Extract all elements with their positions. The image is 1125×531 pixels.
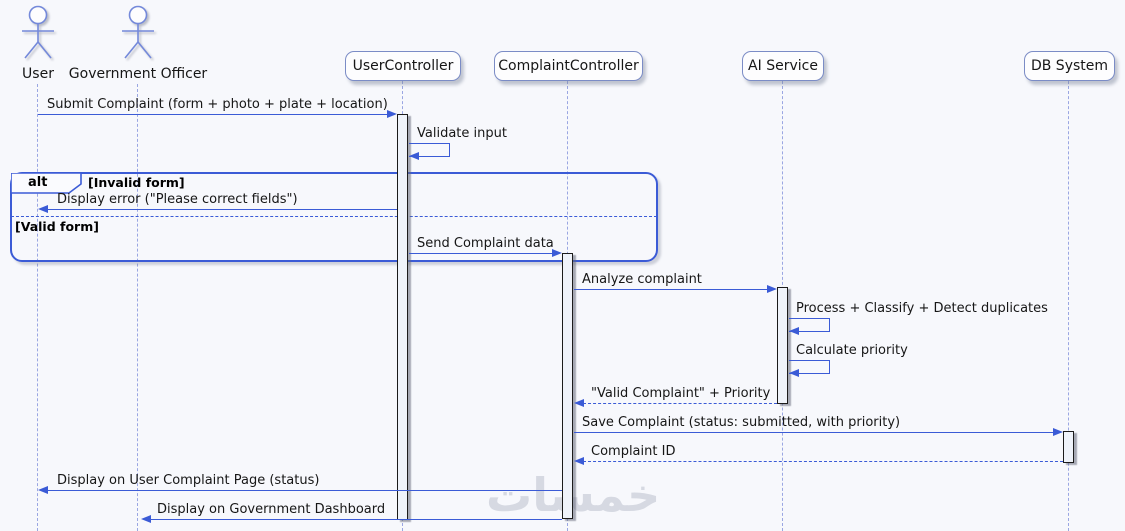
message-label: Display on User Complaint Page (status)	[57, 473, 320, 488]
self-message-loop	[789, 318, 830, 332]
participant-label: UserController	[352, 58, 454, 74]
participant-complaintcontroller: ComplaintController	[494, 51, 643, 81]
lifeline-user	[37, 84, 38, 531]
alt-condition-valid: [Valid form]	[15, 219, 99, 234]
message-line	[47, 490, 562, 491]
government-officer-actor-icon	[122, 5, 154, 59]
actor-label-government-officer: Government Officer	[68, 66, 208, 82]
alt-divider	[11, 216, 657, 217]
activation-db-system	[1063, 431, 1074, 463]
alt-fragment	[10, 172, 658, 262]
message-label: Analyze complaint	[582, 272, 702, 287]
alt-operator-label: alt	[28, 175, 48, 190]
arrowhead-left-icon	[38, 205, 48, 213]
message-label: Calculate priority	[796, 343, 908, 358]
message-label: Save Complaint (status: submitted, with …	[582, 415, 901, 430]
alt-operator-pentagon	[11, 173, 82, 194]
message-label: Complaint ID	[591, 444, 676, 459]
actor-label-user: User	[22, 66, 54, 82]
participant-ai-service: AI Service	[742, 51, 824, 81]
message-label: "Valid Complaint" + Priority	[591, 386, 771, 401]
participant-label: ComplaintController	[498, 58, 639, 74]
arrowhead-left-icon	[141, 515, 151, 523]
actor-user	[20, 5, 56, 65]
arrowhead-right-icon	[387, 110, 397, 118]
arrowhead-left-icon	[789, 327, 799, 335]
user-actor-icon	[22, 5, 54, 59]
activation-complaintcontroller	[562, 253, 573, 519]
message-label: Submit Complaint (form + photo + plate +…	[47, 97, 388, 112]
self-message-loop	[789, 360, 830, 374]
message-label: Display error ("Please correct fields")	[57, 192, 298, 207]
arrowhead-right-icon	[767, 285, 777, 293]
arrowhead-left-icon	[38, 486, 48, 494]
message-label: Display on Government Dashboard	[157, 502, 386, 517]
arrowhead-left-icon	[789, 369, 799, 377]
arrowhead-right-icon	[1053, 428, 1063, 436]
lifeline-government-officer	[137, 84, 138, 531]
watermark-text: خمسات	[486, 468, 661, 522]
participant-label: AI Service	[748, 58, 818, 74]
lifeline-db-system	[1068, 81, 1069, 531]
arrowhead-left-icon	[409, 152, 419, 160]
participant-label: DB System	[1030, 58, 1109, 74]
message-line-dashed	[583, 403, 777, 404]
message-line	[150, 519, 562, 520]
arrowhead-right-icon	[552, 249, 562, 257]
message-line	[38, 114, 388, 115]
activation-ai-service	[777, 287, 788, 404]
arrowhead-left-icon	[574, 399, 584, 407]
arrowhead-left-icon	[574, 457, 584, 465]
actor-government-officer	[120, 5, 156, 65]
message-line	[574, 289, 768, 290]
message-label: Validate input	[417, 126, 507, 141]
self-message-loop	[409, 143, 450, 157]
participant-db-system: DB System	[1024, 51, 1115, 81]
message-line	[47, 209, 397, 210]
message-line	[574, 432, 1054, 433]
alt-condition-invalid: [Invalid form]	[88, 175, 185, 190]
message-label: Send Complaint data	[417, 236, 554, 251]
message-line-dashed	[583, 461, 1063, 462]
message-line	[409, 253, 553, 254]
message-label: Process + Classify + Detect duplicates	[796, 301, 1048, 316]
activation-usercontroller	[397, 114, 408, 520]
participant-usercontroller: UserController	[345, 51, 461, 81]
